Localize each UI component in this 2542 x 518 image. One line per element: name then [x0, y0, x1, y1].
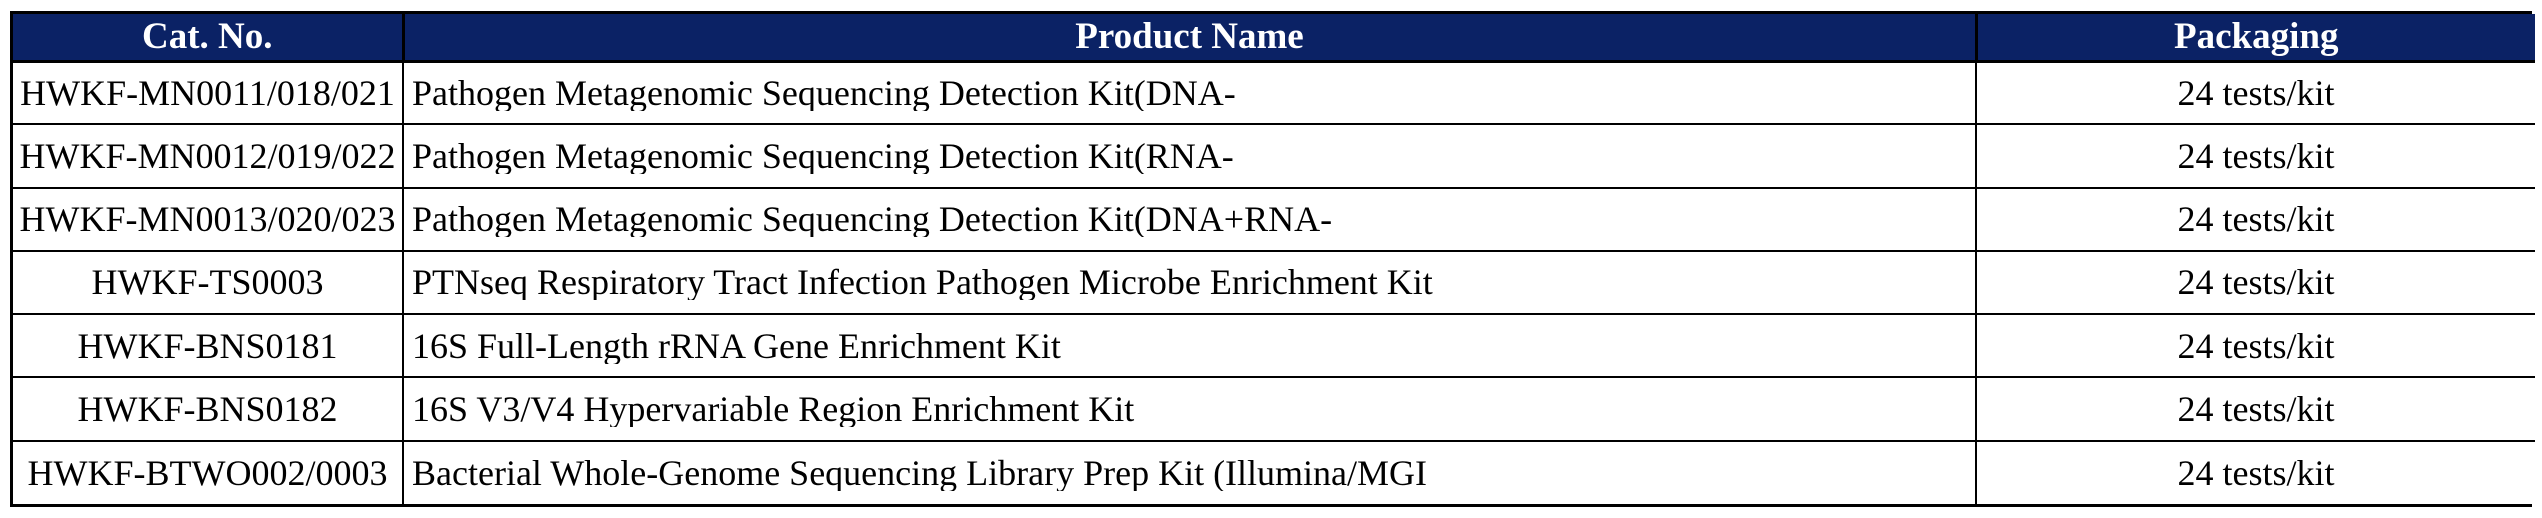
cat-no-text: HWKF-MN0011/018/021 [20, 74, 395, 111]
cell-packaging: 24 tests/kit [1976, 249, 2535, 315]
product-name-text: PTNseq Respiratory Tract Infection Patho… [412, 264, 1433, 301]
cell-product-name: PTNseq Respiratory Tract Infection Patho… [403, 249, 1977, 315]
table-row: HWKF-MN0012/019/022 Pathogen Metagenomic… [13, 123, 2535, 188]
cell-packaging: 24 tests/kit [1976, 376, 2535, 441]
cell-cat-no: HWKF-BNS0181 [13, 313, 404, 378]
table-row: HWKF-BNS0181 16S Full-Length rRNA Gene E… [13, 313, 2535, 378]
cat-no-text: HWKF-BTWO002/0003 [27, 454, 388, 491]
cell-packaging: 24 tests/kit [1976, 123, 2535, 188]
column-header-product-name: Product Name [403, 14, 1978, 63]
packaging-text: 24 tests/kit [2177, 137, 2335, 174]
product-catalog-table-container: Cat. No. Product Name Packaging HWKF-MN0… [10, 11, 2535, 507]
packaging-text: 24 tests/kit [2177, 327, 2335, 364]
packaging-text: 24 tests/kit [2177, 74, 2335, 111]
cell-product-name: Pathogen Metagenomic Sequencing Detectio… [403, 186, 1977, 251]
table-row: HWKF-BNS0182 16S V3/V4 Hypervariable Reg… [13, 376, 2535, 441]
table-row: HWKF-MN0013/020/023 Pathogen Metagenomic… [13, 186, 2535, 251]
cat-no-text: HWKF-MN0012/019/022 [19, 137, 396, 174]
product-name-text: Pathogen Metagenomic Sequencing Detectio… [412, 74, 1236, 111]
cat-no-text: HWKF-BNS0181 [77, 327, 338, 364]
table-body: HWKF-MN0011/018/021 Pathogen Metagenomic… [13, 61, 2535, 504]
cat-no-text: HWKF-TS0003 [91, 264, 324, 301]
cell-cat-no: HWKF-BNS0182 [13, 376, 404, 441]
column-header-cat-no: Cat. No. [13, 14, 405, 63]
table-row: HWKF-BTWO002/0003 Bacterial Whole-Genome… [13, 439, 2535, 504]
table-header-row: Cat. No. Product Name Packaging [13, 14, 2535, 63]
cell-product-name: Pathogen Metagenomic Sequencing Detectio… [403, 61, 1977, 125]
cell-packaging: 24 tests/kit [1976, 186, 2535, 251]
packaging-text: 24 tests/kit [2177, 391, 2335, 428]
cell-packaging: 24 tests/kit [1976, 439, 2535, 504]
packaging-text: 24 tests/kit [2177, 264, 2335, 301]
table-row: HWKF-MN0011/018/021 Pathogen Metagenomic… [13, 61, 2535, 125]
cell-cat-no: HWKF-BTWO002/0003 [13, 439, 404, 504]
cell-product-name: 16S V3/V4 Hypervariable Region Enrichmen… [403, 376, 1977, 441]
cell-product-name: Bacterial Whole-Genome Sequencing Librar… [403, 439, 1977, 504]
cat-no-text: HWKF-BNS0182 [77, 391, 338, 428]
column-header-packaging: Packaging [1976, 14, 2535, 63]
cell-packaging: 24 tests/kit [1976, 61, 2535, 124]
cell-cat-no: HWKF-TS0003 [13, 249, 404, 315]
packaging-text: 24 tests/kit [2177, 454, 2335, 491]
cat-no-text: HWKF-MN0013/020/023 [19, 201, 396, 238]
cell-cat-no: HWKF-MN0011/018/021 [13, 61, 404, 125]
cell-product-name: 16S Full-Length rRNA Gene Enrichment Kit [403, 313, 1977, 378]
product-name-text: Bacterial Whole-Genome Sequencing Librar… [412, 454, 1428, 491]
product-catalog-table: Cat. No. Product Name Packaging HWKF-MN0… [13, 14, 2535, 504]
product-name-text: Pathogen Metagenomic Sequencing Detectio… [412, 201, 1333, 238]
cell-cat-no: HWKF-MN0013/020/023 [13, 186, 404, 251]
product-name-text: 16S Full-Length rRNA Gene Enrichment Kit [412, 327, 1061, 364]
table-header: Cat. No. Product Name Packaging [13, 14, 2535, 63]
table-row: HWKF-TS0003 PTNseq Respiratory Tract Inf… [13, 249, 2535, 315]
packaging-text: 24 tests/kit [2177, 201, 2335, 238]
cell-cat-no: HWKF-MN0012/019/022 [13, 123, 404, 188]
cell-packaging: 24 tests/kit [1976, 313, 2535, 378]
product-name-text: Pathogen Metagenomic Sequencing Detectio… [412, 137, 1234, 174]
product-name-text: 16S V3/V4 Hypervariable Region Enrichmen… [412, 391, 1135, 428]
cell-product-name: Pathogen Metagenomic Sequencing Detectio… [403, 123, 1977, 188]
